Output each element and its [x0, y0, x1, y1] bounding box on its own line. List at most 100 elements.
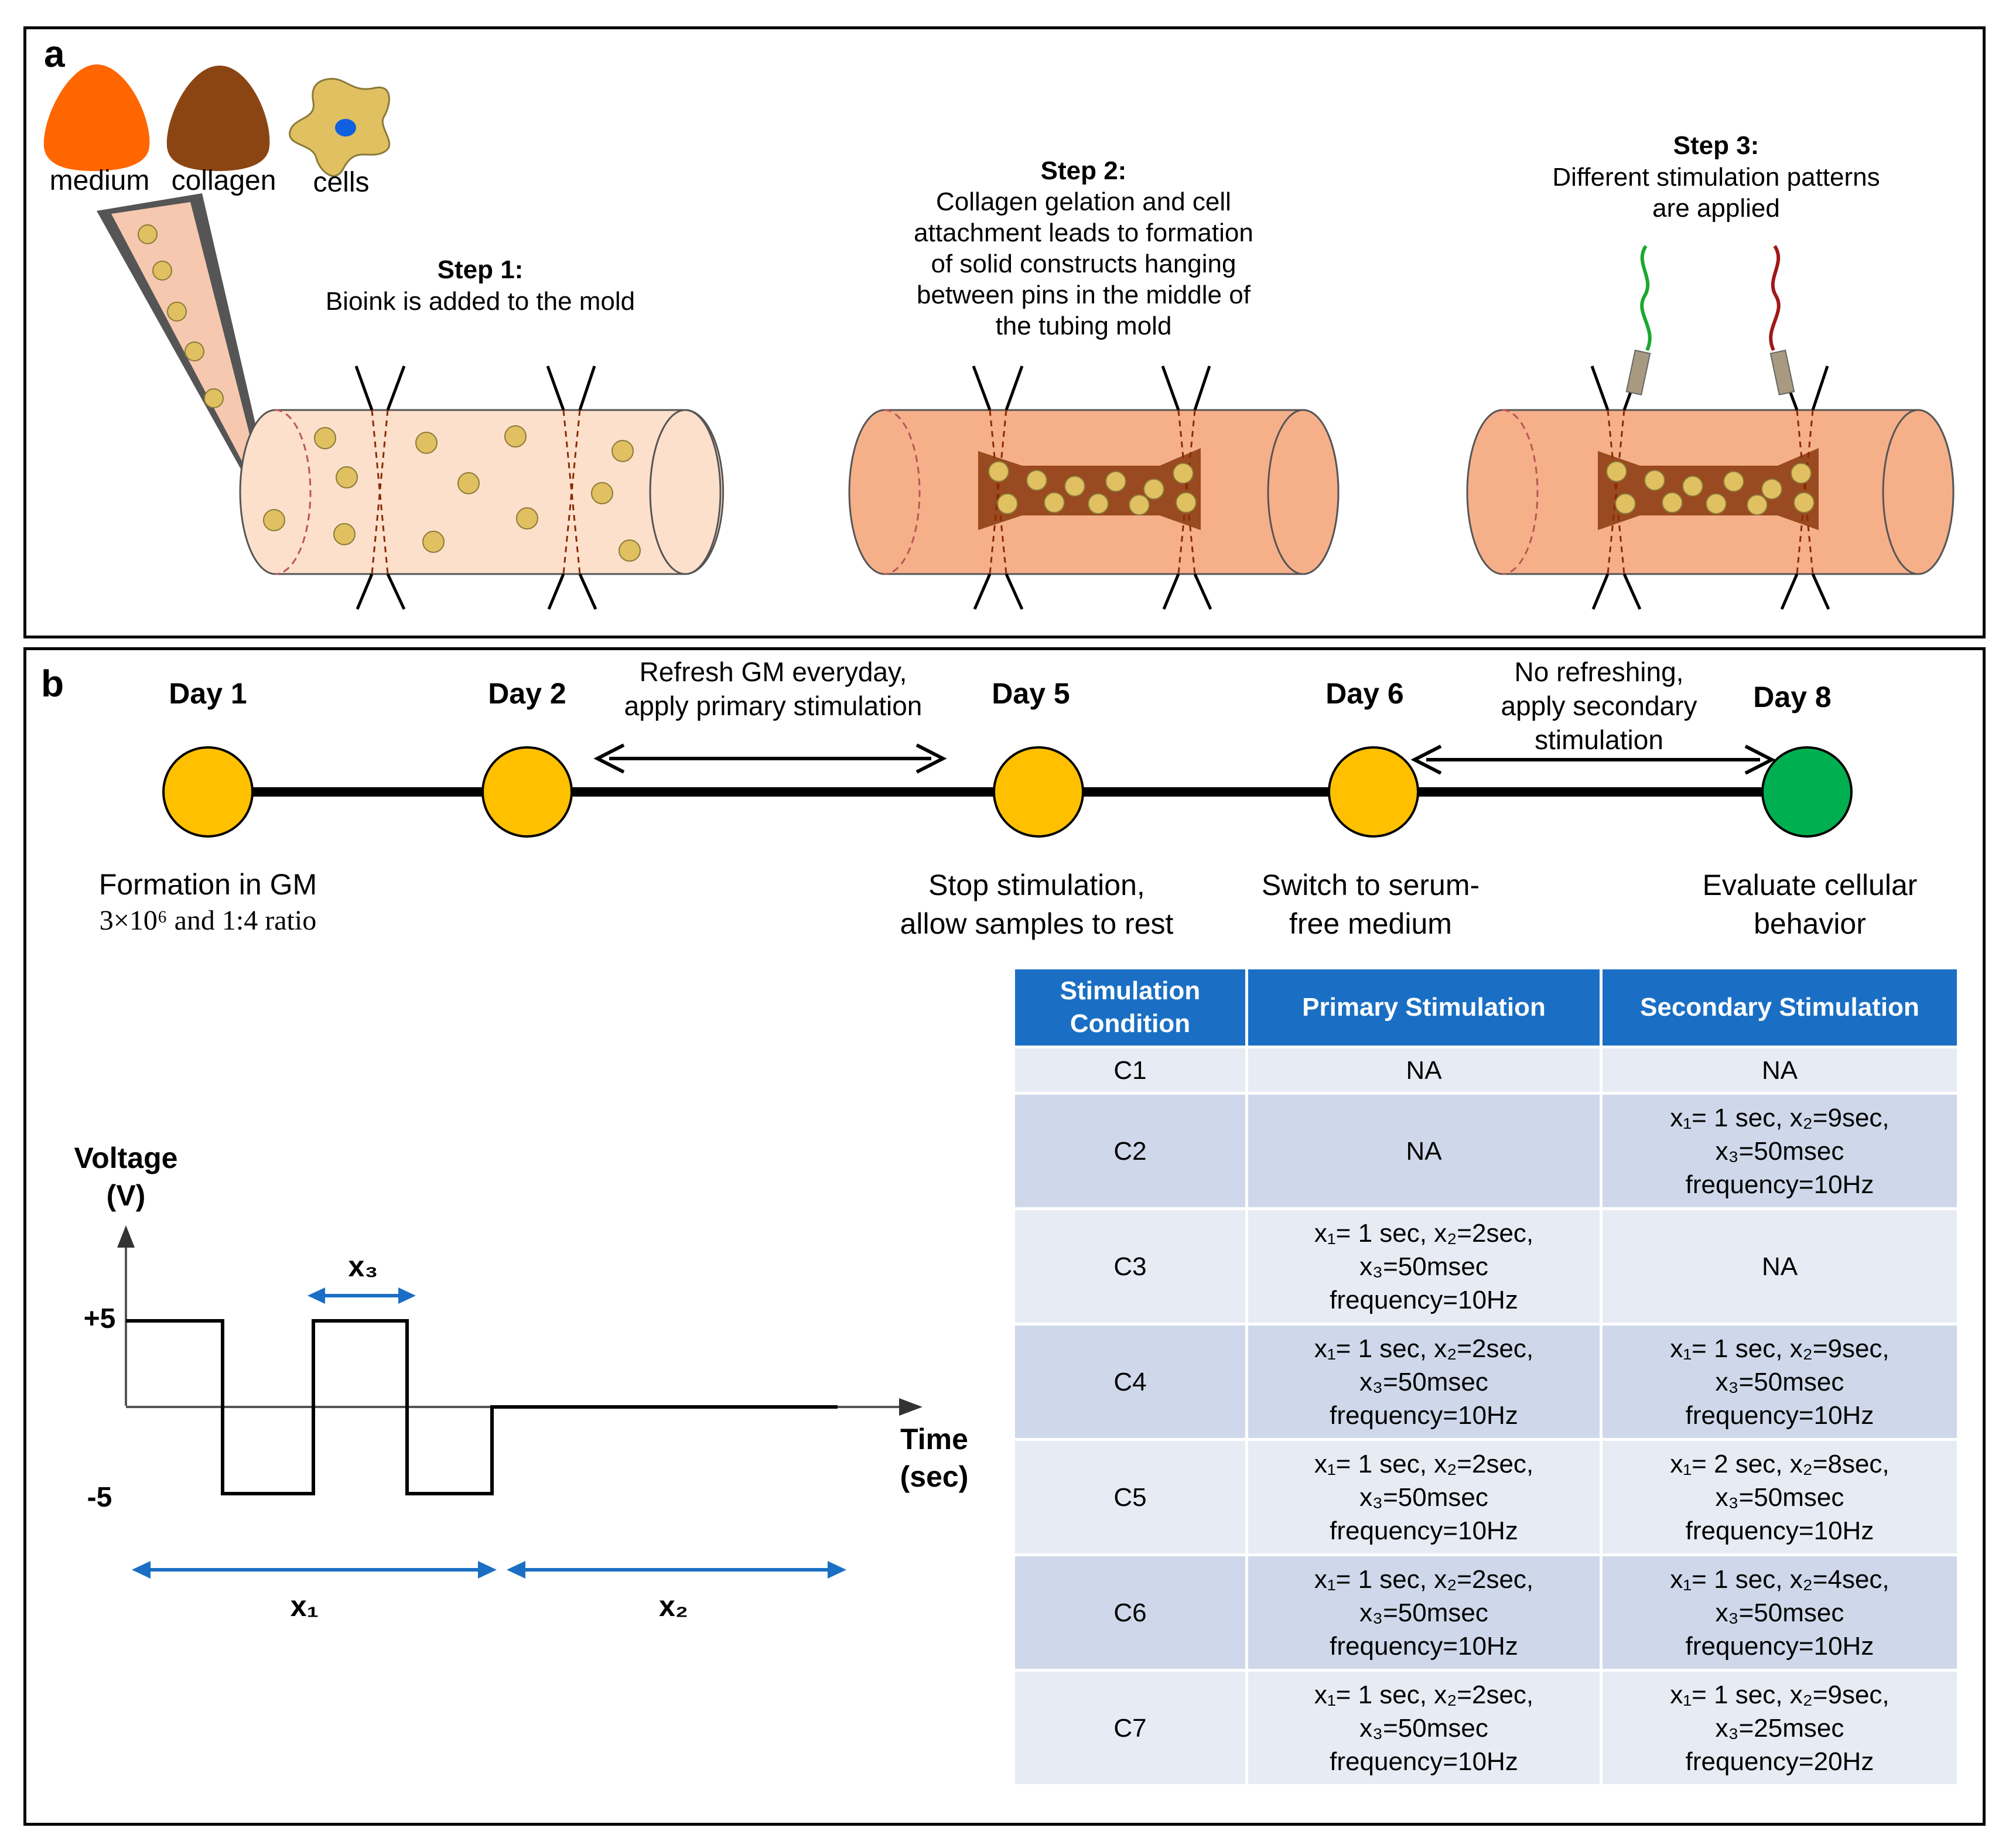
cell-primary: x₁= 1 sec, x₂=2sec, x₃=50msec frequency=10… — [1248, 1556, 1600, 1669]
cell-text: x₃=50msec — [1359, 1483, 1488, 1512]
cell-text: frequency=10Hz — [1330, 1747, 1518, 1776]
cell-text: C4 — [1113, 1367, 1147, 1396]
cell-text: C2 — [1113, 1136, 1147, 1166]
day2-marker — [481, 746, 573, 838]
cell-primary: x₁= 1 sec, x₂=2sec, x₃=50msec frequency=10… — [1248, 1210, 1600, 1323]
cell-text: C3 — [1113, 1252, 1147, 1281]
cell-secondary: NA — [1603, 1048, 1957, 1092]
interval-arrow-primary — [593, 743, 947, 774]
cell-text: x₁= 1 sec, x₂=4sec, — [1670, 1565, 1890, 1594]
day1-note: 3×10⁶ and 1:4 ratio — [99, 905, 317, 936]
cell-text: NA — [1406, 1136, 1442, 1166]
panel-a-illustration — [43, 64, 1955, 610]
tube-mold-step1 — [239, 365, 725, 610]
day1-marker — [162, 746, 254, 838]
cell-text: x₁= 2 sec, x₂=8sec, — [1670, 1449, 1890, 1478]
day8-label: Day 8 — [1753, 681, 1832, 713]
cell-text: x₃=50msec — [1359, 1598, 1488, 1627]
cell-text: C6 — [1113, 1598, 1147, 1627]
step2-title: Step 2: — [1040, 156, 1127, 185]
cell-secondary: NA — [1603, 1210, 1957, 1323]
day1-desc: Formation in GM — [98, 868, 317, 901]
cell-primary: NA — [1248, 1048, 1600, 1092]
table-row: C6 x₁= 1 sec, x₂=2sec, x₃=50msec frequency=… — [1015, 1556, 1957, 1669]
cell-primary: NA — [1248, 1095, 1600, 1207]
x1-label: x₁ — [290, 1590, 319, 1622]
stimulation-table: Stimulation Condition Primary Stimulatio… — [1012, 966, 1960, 1787]
waveform-plot — [117, 1225, 922, 1495]
x3-label: x₃ — [348, 1250, 378, 1283]
day6-desc: Switch to serum- free medium — [1261, 869, 1480, 940]
day1-label: Day 1 — [169, 677, 247, 710]
cell-condition: C3 — [1015, 1210, 1245, 1323]
day5-desc: Stop stimulation, allow samples to rest — [900, 869, 1174, 940]
cell-condition: C4 — [1015, 1326, 1245, 1438]
cell-text: x₃=50msec — [1715, 1136, 1844, 1166]
cell-text: x₃=50msec — [1715, 1483, 1844, 1512]
cell-text: NA — [1761, 1252, 1798, 1281]
cell-text: x₁= 1 sec, x₂=2sec, — [1314, 1218, 1534, 1248]
cell-text: C5 — [1113, 1483, 1147, 1512]
step1-title: Step 1: — [437, 255, 524, 284]
step3-desc: Different stimulation patterns are appli… — [1552, 163, 1880, 223]
medium-blob — [43, 64, 150, 171]
x3-arrow — [308, 1287, 416, 1304]
panel-b-letter: b — [41, 662, 64, 705]
table-row: C7 x₁= 1 sec, x₂=2sec, x₃=50msec frequency=… — [1015, 1672, 1957, 1784]
cell-text: x₁= 1 sec, x₂=2sec, — [1314, 1680, 1534, 1709]
cell-text: NA — [1761, 1055, 1798, 1085]
cell-condition: C7 — [1015, 1672, 1245, 1784]
cell-text: x₁= 1 sec, x₂=2sec, — [1314, 1565, 1534, 1594]
table-header-row: Stimulation Condition Primary Stimulatio… — [1015, 969, 1957, 1046]
cell-text: x₁= 1 sec, x₂=9sec, — [1670, 1334, 1890, 1363]
cell-text: frequency=10Hz — [1330, 1285, 1518, 1314]
step1-desc: Bioink is added to the mold — [325, 287, 636, 316]
header-primary: Primary Stimulation — [1248, 969, 1600, 1046]
cell-text: frequency=10Hz — [1330, 1631, 1518, 1661]
ingredient-collagen-label: collagen — [171, 165, 276, 196]
cell-text: NA — [1406, 1055, 1442, 1085]
cell-condition: C1 — [1015, 1048, 1245, 1092]
cell-text: x₁= 1 sec, x₂=2sec, — [1314, 1449, 1534, 1478]
day6-marker — [1328, 746, 1419, 838]
cell-text: frequency=10Hz — [1685, 1400, 1874, 1430]
cell-text: x₁= 1 sec, x₂=9sec, — [1670, 1103, 1890, 1132]
y-axis-label: Voltage (V) — [74, 1142, 178, 1212]
x1-arrow — [132, 1561, 497, 1579]
cell-text: x₃=50msec — [1359, 1252, 1488, 1281]
step2-desc: Collagen gelation and cell attachment le… — [914, 187, 1253, 340]
cell-condition: C6 — [1015, 1556, 1245, 1669]
cell-text: C1 — [1113, 1055, 1147, 1085]
cell-text: x₃=50msec — [1359, 1367, 1488, 1396]
y-tick-minus5: -5 — [87, 1482, 112, 1513]
day8-desc: Evaluate cellular behavior — [1702, 869, 1918, 940]
collagen-blob — [166, 66, 270, 171]
cell-condition: C2 — [1015, 1095, 1245, 1207]
step3-title: Step 3: — [1673, 131, 1759, 160]
cell-text: x₃=50msec — [1359, 1713, 1488, 1743]
table-row: C3 x₁= 1 sec, x₂=2sec, x₃=50msec frequency=… — [1015, 1210, 1957, 1323]
x-axis-label: Time (sec) — [900, 1423, 969, 1493]
day5-label: Day 5 — [992, 677, 1070, 710]
ingredient-cells-label: cells — [313, 167, 370, 198]
cell-text: frequency=20Hz — [1685, 1747, 1874, 1776]
cell-text: C7 — [1113, 1713, 1147, 1743]
interval-primary-label: Refresh GM everyday, apply primary stimu… — [624, 657, 922, 721]
electrode-red — [1769, 245, 1795, 396]
electrode-green — [1625, 245, 1652, 396]
cell-primary: x₁= 1 sec, x₂=2sec, x₃=50msec frequency=10… — [1248, 1672, 1600, 1784]
day6-label: Day 6 — [1325, 677, 1404, 710]
header-condition: Stimulation Condition — [1015, 969, 1245, 1046]
day8-marker — [1761, 746, 1853, 838]
x2-arrow — [507, 1561, 846, 1579]
